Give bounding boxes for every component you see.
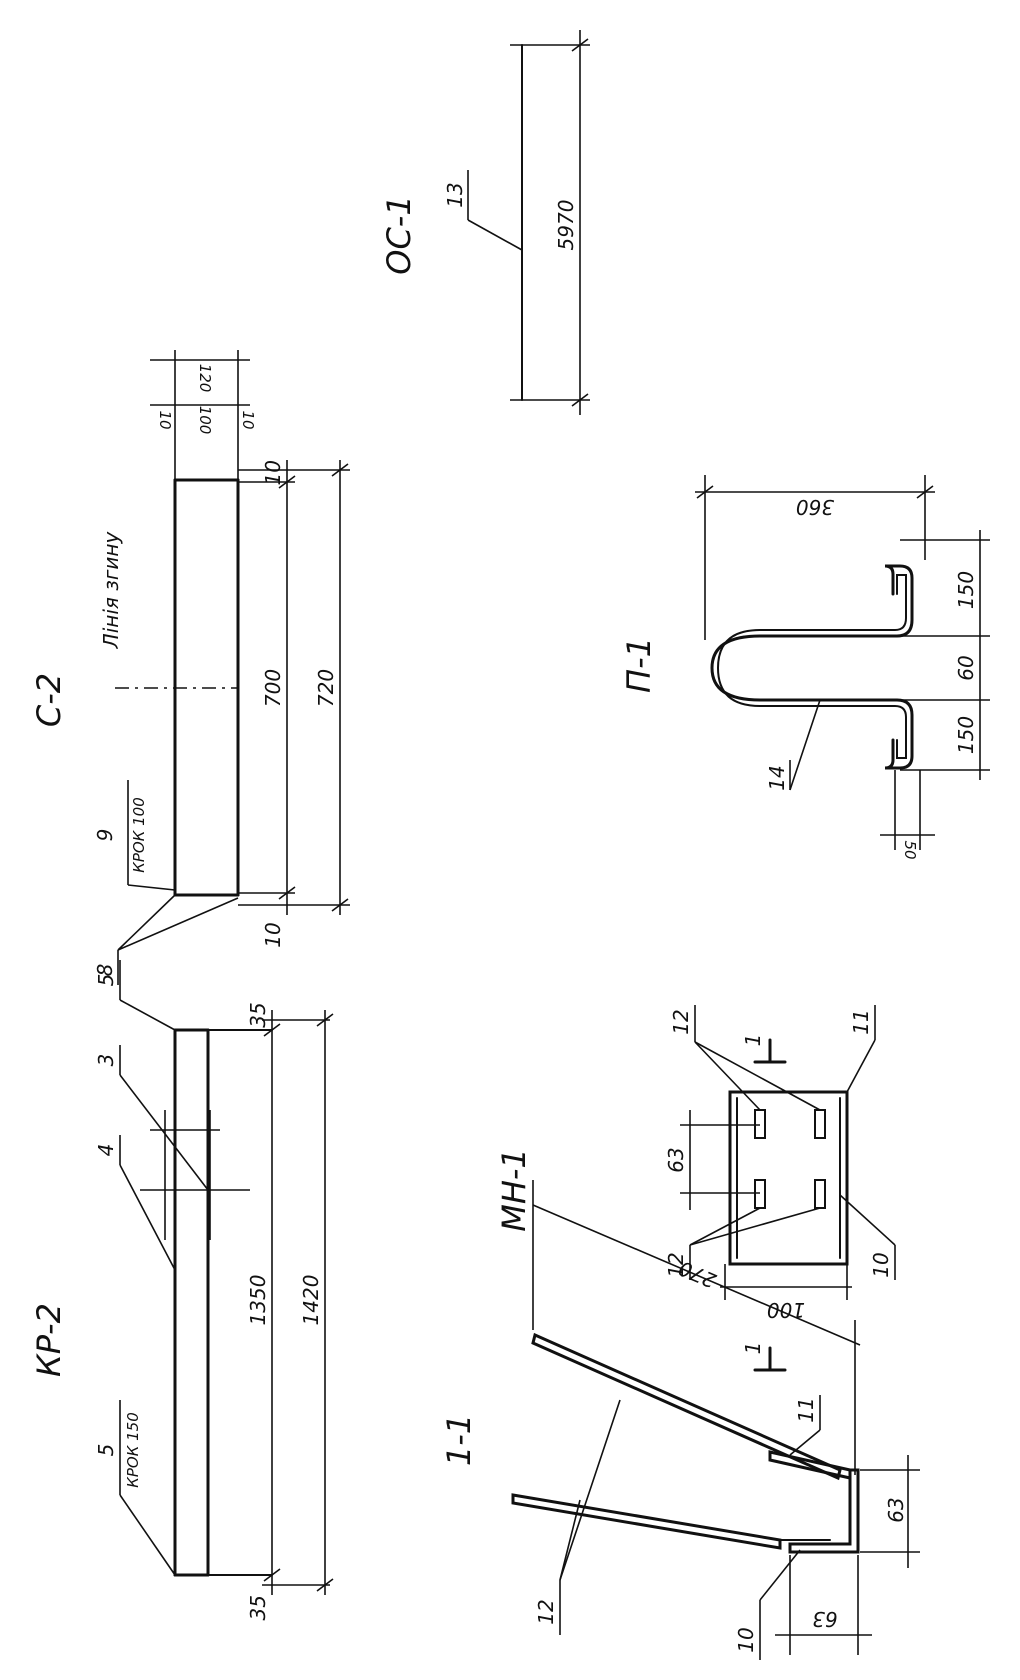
mn1-leader-11 (846, 1039, 876, 1093)
mn1-leader-10 (839, 1194, 896, 1246)
p1-tick-2 (916, 485, 934, 499)
kr2-tick-2 (263, 1568, 281, 1582)
kr2-label-step: КРОК 150 (124, 1412, 142, 1488)
kr2-dim-35-left: 35 (246, 1002, 270, 1027)
mn1-leader-12b-2 (689, 1207, 821, 1246)
kr2-tick-3 (316, 1013, 334, 1027)
mn1-anchor-2 (814, 1109, 826, 1139)
c2-leader-8b (117, 897, 239, 951)
c2-label-step: КРОК 100 (130, 797, 148, 873)
section11-anchor-upper (531, 1332, 842, 1481)
p1-bar-inner (716, 574, 907, 759)
mn1-label-12-a: 12 (669, 1009, 693, 1034)
c2-label-bend: Лінія згину (99, 531, 123, 650)
c2-dim-100: 100 (196, 406, 214, 435)
mn1-plate (728, 1090, 849, 1266)
mn1-label-10: 10 (869, 1252, 893, 1277)
p1-tick-1 (696, 485, 714, 499)
p1-leader-14 (789, 699, 821, 791)
mn1-title: МН-1 (495, 1148, 533, 1232)
kr2-label-5: 5 (94, 1444, 118, 1457)
mn1-dim-63: 63 (664, 1147, 688, 1172)
mn1-cut-b: 1 (741, 1342, 765, 1355)
c2-leader-9 (127, 884, 176, 891)
oc1-label-13: 13 (443, 182, 467, 207)
mn1-anchor-4 (814, 1179, 826, 1209)
c2-leader-8a (117, 894, 176, 951)
section11-plate-11 (768, 1450, 852, 1480)
p1-label-14: 14 (765, 765, 789, 790)
mn1-leader-12a-1 (694, 1041, 761, 1111)
mn1-anchor-3 (754, 1179, 766, 1209)
section11-dim-63-b: 63 (812, 1607, 837, 1631)
piece-oc1: ОС-1 5970 13 (380, 30, 590, 415)
section11-dim-63-a: 63 (884, 1497, 908, 1522)
p1-dim-360: 360 (796, 495, 834, 519)
section11-leader-12a (559, 1399, 621, 1581)
kr2-tick-4 (316, 1578, 334, 1592)
kr2-label-3: 3 (94, 1054, 118, 1067)
mn1-label-12-b: 12 (664, 1252, 688, 1277)
c2-dim-700: 700 (261, 669, 285, 707)
section11-leader-12b (559, 1499, 581, 1581)
p1-dim-150-a: 150 (954, 571, 978, 609)
mn1-leader-12a-2 (694, 1041, 821, 1111)
mn1-anchor-1 (754, 1109, 766, 1139)
kr2-tick-1 (263, 1023, 281, 1037)
p1-dim-50: 50 (901, 840, 919, 859)
c2-dim-10-left: 10 (261, 460, 285, 485)
mn1-cut-a: 1 (741, 1034, 765, 1047)
c2-dim-10-a: 10 (156, 410, 174, 429)
p1-title: П-1 (620, 637, 658, 693)
mn1-label-11: 11 (849, 1009, 873, 1034)
kr2-dim-1350: 1350 (246, 1275, 270, 1326)
kr2-leader-5-top (119, 999, 176, 1031)
kr2-leader-5 (119, 1494, 176, 1576)
c2-title: С-2 (30, 673, 68, 727)
section11-title: 1-1 (440, 1414, 478, 1466)
kr2-title: КР-2 (30, 1303, 68, 1377)
p1-dim-150-b: 150 (954, 716, 978, 754)
mn1-leader-12b-1 (689, 1207, 761, 1246)
c2-tick-3 (331, 463, 349, 477)
c2-tick-2 (278, 886, 296, 900)
oc1-tick-2 (571, 393, 589, 407)
c2-label-9: 9 (93, 829, 117, 842)
kr2-leader-3 (119, 1074, 209, 1191)
c2-tick-4 (331, 898, 349, 912)
oc1-tick-1 (571, 38, 589, 52)
piece-c2: С-2 10 100 10 120 10 700 720 10 8 (30, 350, 350, 985)
kr2-leader-4 (119, 1164, 176, 1271)
c2-dim-10-right: 10 (261, 922, 285, 947)
section-11: 1-1 270 63 63 12 10 11 (440, 1180, 920, 1660)
p1-bar-outline (710, 564, 914, 770)
section11-leader-11 (789, 1429, 821, 1456)
c2-dim-720: 720 (314, 669, 338, 707)
p1-dim-60: 60 (954, 655, 978, 680)
c2-tick-1 (278, 475, 296, 489)
section11-label-12: 12 (534, 1599, 558, 1624)
c2-dim-10-b: 10 (239, 410, 257, 429)
section11-anchor-lower (511, 1493, 782, 1550)
c2-label-8: 8 (93, 964, 117, 977)
piece-mn1: МН-1 63 100 1 1 12 12 (495, 1005, 896, 1372)
section11-label-10: 10 (734, 1627, 758, 1652)
kr2-label-5-top: 5 (94, 974, 118, 987)
oc1-leader-13 (467, 219, 523, 251)
c2-dim-120: 120 (196, 364, 214, 393)
section11-leader-10 (759, 1549, 801, 1601)
oc1-dim-5970: 5970 (554, 200, 578, 251)
kr2-dim-35-right: 35 (246, 1595, 270, 1620)
kr2-dim-1420: 1420 (299, 1275, 323, 1326)
section11-dim-270-line (532, 1204, 861, 1346)
section11-label-11: 11 (794, 1397, 818, 1422)
piece-kr2: КР-2 35 1350 1420 35 5 3 (30, 960, 334, 1620)
kr2-label-4: 4 (94, 1144, 118, 1157)
oc1-title: ОС-1 (380, 195, 418, 274)
piece-p1: П-1 360 150 60 150 50 14 (620, 475, 990, 860)
